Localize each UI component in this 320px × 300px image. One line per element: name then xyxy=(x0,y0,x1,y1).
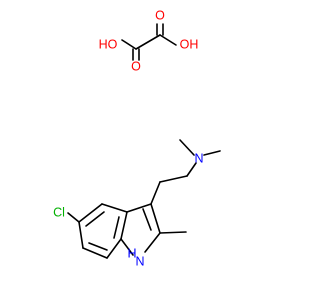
bond-methyl-left-n xyxy=(179,139,195,156)
structure-canvas: HO O O OH N Cl H N xyxy=(53,8,221,268)
bond-c5-cl xyxy=(67,212,80,223)
bond-ch2-c3 xyxy=(150,181,161,205)
bond-c7a-c3a-double xyxy=(113,216,120,239)
bond-c2-o-oh xyxy=(159,34,177,46)
label-o-bottom: O xyxy=(131,59,141,73)
bond-c7a-c3a xyxy=(120,211,128,240)
bond-c3a-c3 xyxy=(126,203,152,213)
oxalic-acid-bonds xyxy=(121,23,177,61)
label-o-top: O xyxy=(155,8,165,22)
bond-c6-c7-double xyxy=(88,242,108,251)
label-nh-n: N xyxy=(135,254,144,268)
bond-n1-c7a xyxy=(120,238,134,256)
bond-c3-c2-double xyxy=(142,208,152,231)
bond-c2-methyl xyxy=(159,231,187,234)
bond-c4-c5-double xyxy=(85,211,105,227)
label-nh-h: H xyxy=(127,246,136,260)
molecule-svg: HO O O OH N Cl H N xyxy=(53,8,221,268)
label-ho: HO xyxy=(99,37,118,51)
bond-c1-c2 xyxy=(135,34,161,50)
bond-c3a-c4 xyxy=(101,203,128,213)
bond-c2-n1 xyxy=(144,232,161,253)
label-cl: Cl xyxy=(53,205,65,219)
indole-bonds xyxy=(67,139,221,259)
bond-c7-c7a xyxy=(106,238,122,259)
bond-c1-o-ho xyxy=(121,39,137,50)
bond-n-ch2 xyxy=(186,162,197,177)
label-oh: OH xyxy=(180,37,199,51)
label-n-dimethyl: N xyxy=(194,151,203,165)
bond-c5-c6 xyxy=(78,221,84,249)
bond-c6-c7 xyxy=(82,247,108,259)
bond-c4-c5 xyxy=(78,203,103,223)
bond-n-methyl-right xyxy=(203,150,221,156)
bond-ch2-ch2 xyxy=(159,175,188,183)
bond-c3-c2 xyxy=(150,203,161,234)
